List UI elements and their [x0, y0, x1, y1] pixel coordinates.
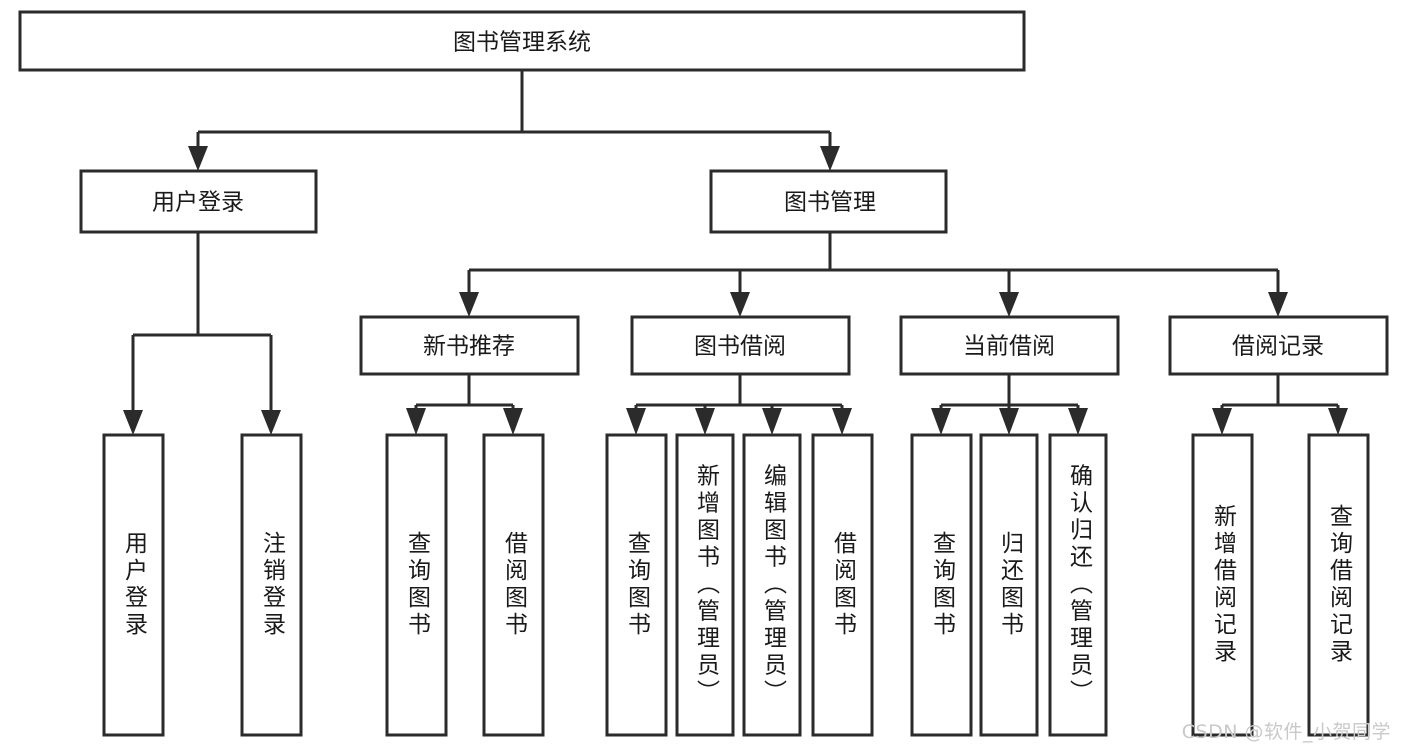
- node-book-management-box[interactable]: [709, 169, 948, 234]
- csdn-watermark: CSDN @软件_小贺同学: [1181, 721, 1391, 743]
- leaf-edit-book-label: 编辑图书（管理员）: [760, 464, 788, 707]
- leaf-query-record-label: 查询借阅记录: [1326, 504, 1354, 666]
- edge-group-user-login: [123, 232, 281, 435]
- leaf-add-record-label: 新增借阅记录: [1210, 504, 1238, 666]
- leaf-query-book-1-box[interactable]: [385, 433, 448, 737]
- arrow-head-leaf-query-book-1: [406, 408, 426, 435]
- edge-group-current-borrow: [931, 374, 1088, 435]
- leaf-query-book-2-box[interactable]: [605, 433, 668, 737]
- leaf-return-book-box[interactable]: [979, 433, 1039, 737]
- leaf-query-book-1-label: 查询图书: [404, 531, 432, 639]
- leaf-user-logout-label: 注销登录: [259, 531, 287, 639]
- node-user-login-label: 用户登录: [152, 190, 244, 216]
- leaf-confirm-return-label: 确认归还（管理员）: [1066, 464, 1094, 707]
- leaf-borrow-book-1-box[interactable]: [482, 433, 545, 737]
- node-root-label: 图书管理系统: [453, 30, 591, 56]
- leaf-node-edit-book[interactable]: 编辑图书（管理员）: [742, 433, 802, 737]
- leaf-edit-book-box[interactable]: [742, 433, 802, 737]
- edge-group-book-management: [459, 232, 1288, 317]
- arrow-head-leaf-edit-book: [762, 408, 782, 435]
- arrow-head-current-borrow: [999, 292, 1019, 317]
- node-new-book-recommend-box[interactable]: [359, 315, 580, 376]
- arrow-head-leaf-user-logout: [261, 410, 281, 435]
- leaf-node-add-record[interactable]: 新增借阅记录: [1191, 433, 1254, 737]
- node-book-borrow-box[interactable]: [630, 315, 851, 376]
- node-new-book-recommend[interactable]: 新书推荐: [359, 315, 580, 376]
- leaf-query-book-3-box[interactable]: [910, 433, 973, 737]
- leaf-query-record-box[interactable]: [1307, 433, 1370, 737]
- leaf-node-borrow-book-1[interactable]: 借阅图书: [482, 433, 545, 737]
- node-book-management-label: 图书管理: [784, 190, 876, 216]
- arrow-head-leaf-return-book: [999, 408, 1019, 435]
- arrow-head-leaf-query-book-2: [626, 408, 646, 435]
- node-borrow-record[interactable]: 借阅记录: [1168, 315, 1389, 376]
- arrow-head-leaf-confirm-return: [1068, 408, 1088, 435]
- leaf-borrow-book-2-box[interactable]: [811, 433, 874, 737]
- leaf-user-logout-box[interactable]: [240, 433, 303, 737]
- arrow-head-leaf-borrow-book-2: [832, 408, 852, 435]
- arrow-head-borrow-record: [1268, 292, 1288, 317]
- arrow-head-book-management: [820, 146, 840, 171]
- node-new-book-recommend-label: 新书推荐: [423, 334, 515, 360]
- leaf-return-book-label: 归还图书: [997, 531, 1025, 639]
- arrow-head-leaf-borrow-book-1: [503, 408, 523, 435]
- node-current-borrow-box[interactable]: [899, 315, 1120, 376]
- leaf-node-borrow-book-2[interactable]: 借阅图书: [811, 433, 874, 737]
- node-root-box[interactable]: [18, 10, 1026, 72]
- leaf-node-user-logout[interactable]: 注销登录: [240, 433, 303, 737]
- leaf-query-book-3-label: 查询图书: [929, 531, 957, 639]
- leaf-node-query-book-2[interactable]: 查询图书: [605, 433, 668, 737]
- node-book-borrow-label: 图书借阅: [694, 334, 786, 360]
- leaf-user-login-label: 用户登录: [121, 531, 149, 639]
- arrow-head-leaf-user-login: [123, 410, 143, 435]
- leaf-add-book-box[interactable]: [675, 433, 735, 737]
- edge-group-root: [188, 70, 840, 171]
- leaf-user-login-box[interactable]: [102, 433, 165, 737]
- leaf-borrow-book-2-label: 借阅图书: [830, 531, 858, 639]
- node-current-borrow-label: 当前借阅: [963, 334, 1055, 360]
- leaf-node-return-book[interactable]: 归还图书: [979, 433, 1039, 737]
- leaf-node-add-book[interactable]: 新增图书（管理员）: [675, 433, 735, 737]
- edge-group-borrow-record: [1212, 374, 1348, 435]
- node-root[interactable]: 图书管理系统: [18, 10, 1026, 72]
- node-book-management[interactable]: 图书管理: [709, 169, 948, 234]
- node-user-login[interactable]: 用户登录: [79, 169, 318, 234]
- edge-group-book-borrow: [626, 374, 852, 435]
- leaf-borrow-book-1-label: 借阅图书: [501, 531, 529, 639]
- arrow-head-leaf-query-record: [1328, 408, 1348, 435]
- leaf-node-query-book-3[interactable]: 查询图书: [910, 433, 973, 737]
- node-borrow-record-box[interactable]: [1168, 315, 1389, 376]
- leaf-confirm-return-box[interactable]: [1048, 433, 1108, 737]
- node-borrow-record-label: 借阅记录: [1232, 334, 1324, 360]
- leaf-node-confirm-return[interactable]: 确认归还（管理员）: [1048, 433, 1108, 737]
- arrow-head-new-book-recommend: [459, 292, 479, 317]
- arrow-head-leaf-query-book-3: [931, 408, 951, 435]
- node-user-login-box[interactable]: [79, 169, 318, 234]
- leaf-query-book-2-label: 查询图书: [624, 531, 652, 639]
- leaf-add-record-box[interactable]: [1191, 433, 1254, 737]
- leaf-node-user-login[interactable]: 用户登录: [102, 433, 165, 737]
- leaf-add-book-label: 新增图书（管理员）: [693, 464, 721, 707]
- edge-group-new-book-recommend: [406, 374, 523, 435]
- arrow-head-leaf-add-book: [695, 408, 715, 435]
- arrow-head-leaf-add-record: [1212, 408, 1232, 435]
- node-book-borrow[interactable]: 图书借阅: [630, 315, 851, 376]
- node-current-borrow[interactable]: 当前借阅: [899, 315, 1120, 376]
- leaf-node-query-book-1[interactable]: 查询图书: [385, 433, 448, 737]
- arrow-head-book-borrow: [730, 292, 750, 317]
- leaf-node-query-record[interactable]: 查询借阅记录: [1307, 433, 1370, 737]
- arrow-head-user-login: [188, 146, 208, 171]
